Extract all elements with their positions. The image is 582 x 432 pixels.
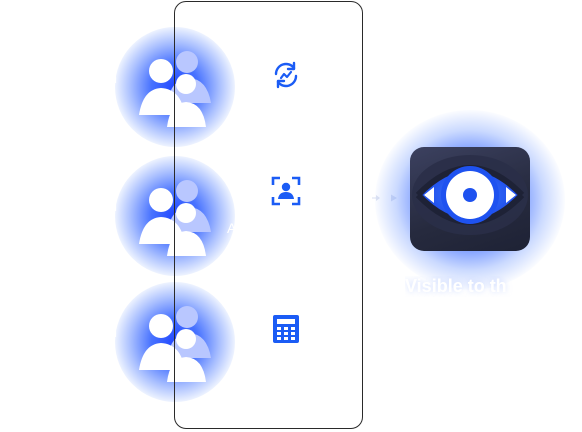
user-group-label-1: tion tion (86, 68, 118, 111)
refresh-chart-icon (274, 61, 298, 89)
user-group-node-2 (115, 156, 235, 276)
step-text-1: C (238, 105, 249, 121)
eye-icon (412, 155, 528, 235)
step-text-3: Vo (233, 358, 250, 374)
users-icon (139, 180, 211, 256)
user-group-node-3 (115, 282, 235, 402)
calculator-icon (273, 315, 299, 343)
eye-node (375, 110, 565, 290)
user-group-label-2: tion tion (86, 196, 118, 239)
user-group-node-1 (115, 27, 235, 147)
eye-caption: Visible to th (405, 276, 507, 296)
person-scan-icon (271, 176, 301, 206)
eye-tile (410, 147, 530, 251)
process-card (174, 1, 363, 429)
users-icon (139, 306, 211, 382)
step-text-2: Au an (227, 220, 245, 256)
user-group-label-3: tion tion (86, 322, 118, 365)
users-icon (139, 51, 211, 127)
